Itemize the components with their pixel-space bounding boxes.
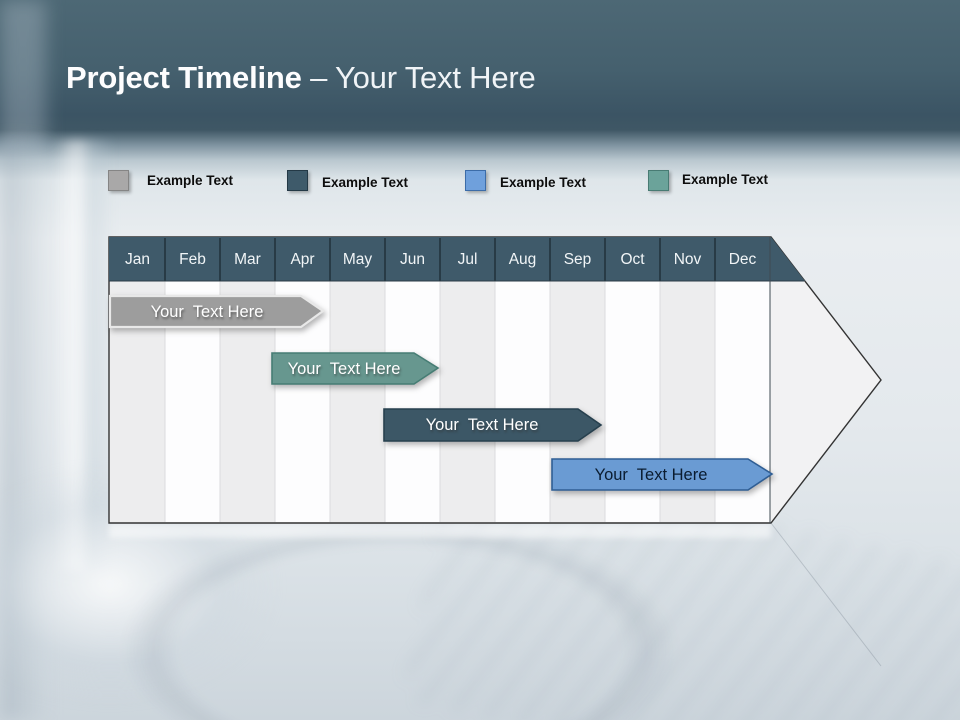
table-reflection [109,524,771,538]
month-label: Jun [400,251,425,268]
legend-label: Example Text [322,175,409,190]
column-stripe [495,281,550,522]
month-label: May [342,251,373,268]
task-bar-blue [551,458,774,491]
task-bar-teal [271,352,440,385]
slide-title: Project Timeline – Your Text Here [66,60,536,96]
column-stripe [440,281,495,522]
column-stripe [385,281,440,522]
legend-swatch-blue [465,170,486,191]
month-label: Nov [673,251,702,268]
task-bar-slate [383,408,603,442]
month-label: Oct [620,251,645,268]
month-label: Mar [234,251,261,268]
task-bar-label: Your Text Here [150,303,264,321]
month-header-band [109,237,805,281]
task-bar-label: Your Text Here [287,360,401,378]
month-label: Apr [290,251,315,268]
column-stripe [330,281,385,522]
legend-label: Example Text [147,173,234,188]
legend-label: Example Text [500,175,587,190]
legend-swatch-slate [287,170,308,191]
legend-swatch-gray [108,170,129,191]
legend-swatch-teal [648,170,669,191]
background-glass-highlight [0,0,46,150]
arrow-tip-reflection [770,522,882,667]
background-plate-arc [110,515,690,720]
month-label: Jul [457,251,478,268]
month-label: Dec [728,251,757,268]
slide-title-main: Project Timeline [66,60,302,95]
month-label: Sep [563,251,592,268]
month-header-dividers [164,238,716,281]
legend-label: Example Text [682,172,769,187]
month-label: Jan [125,251,150,268]
month-label: Aug [508,251,537,268]
task-bar-gray [108,294,325,329]
month-label: Feb [179,251,206,268]
task-bar-label: Your Text Here [594,466,708,484]
task-bar-label: Your Text Here [425,416,539,434]
slide-title-placeholder: – Your Text Here [301,60,536,95]
